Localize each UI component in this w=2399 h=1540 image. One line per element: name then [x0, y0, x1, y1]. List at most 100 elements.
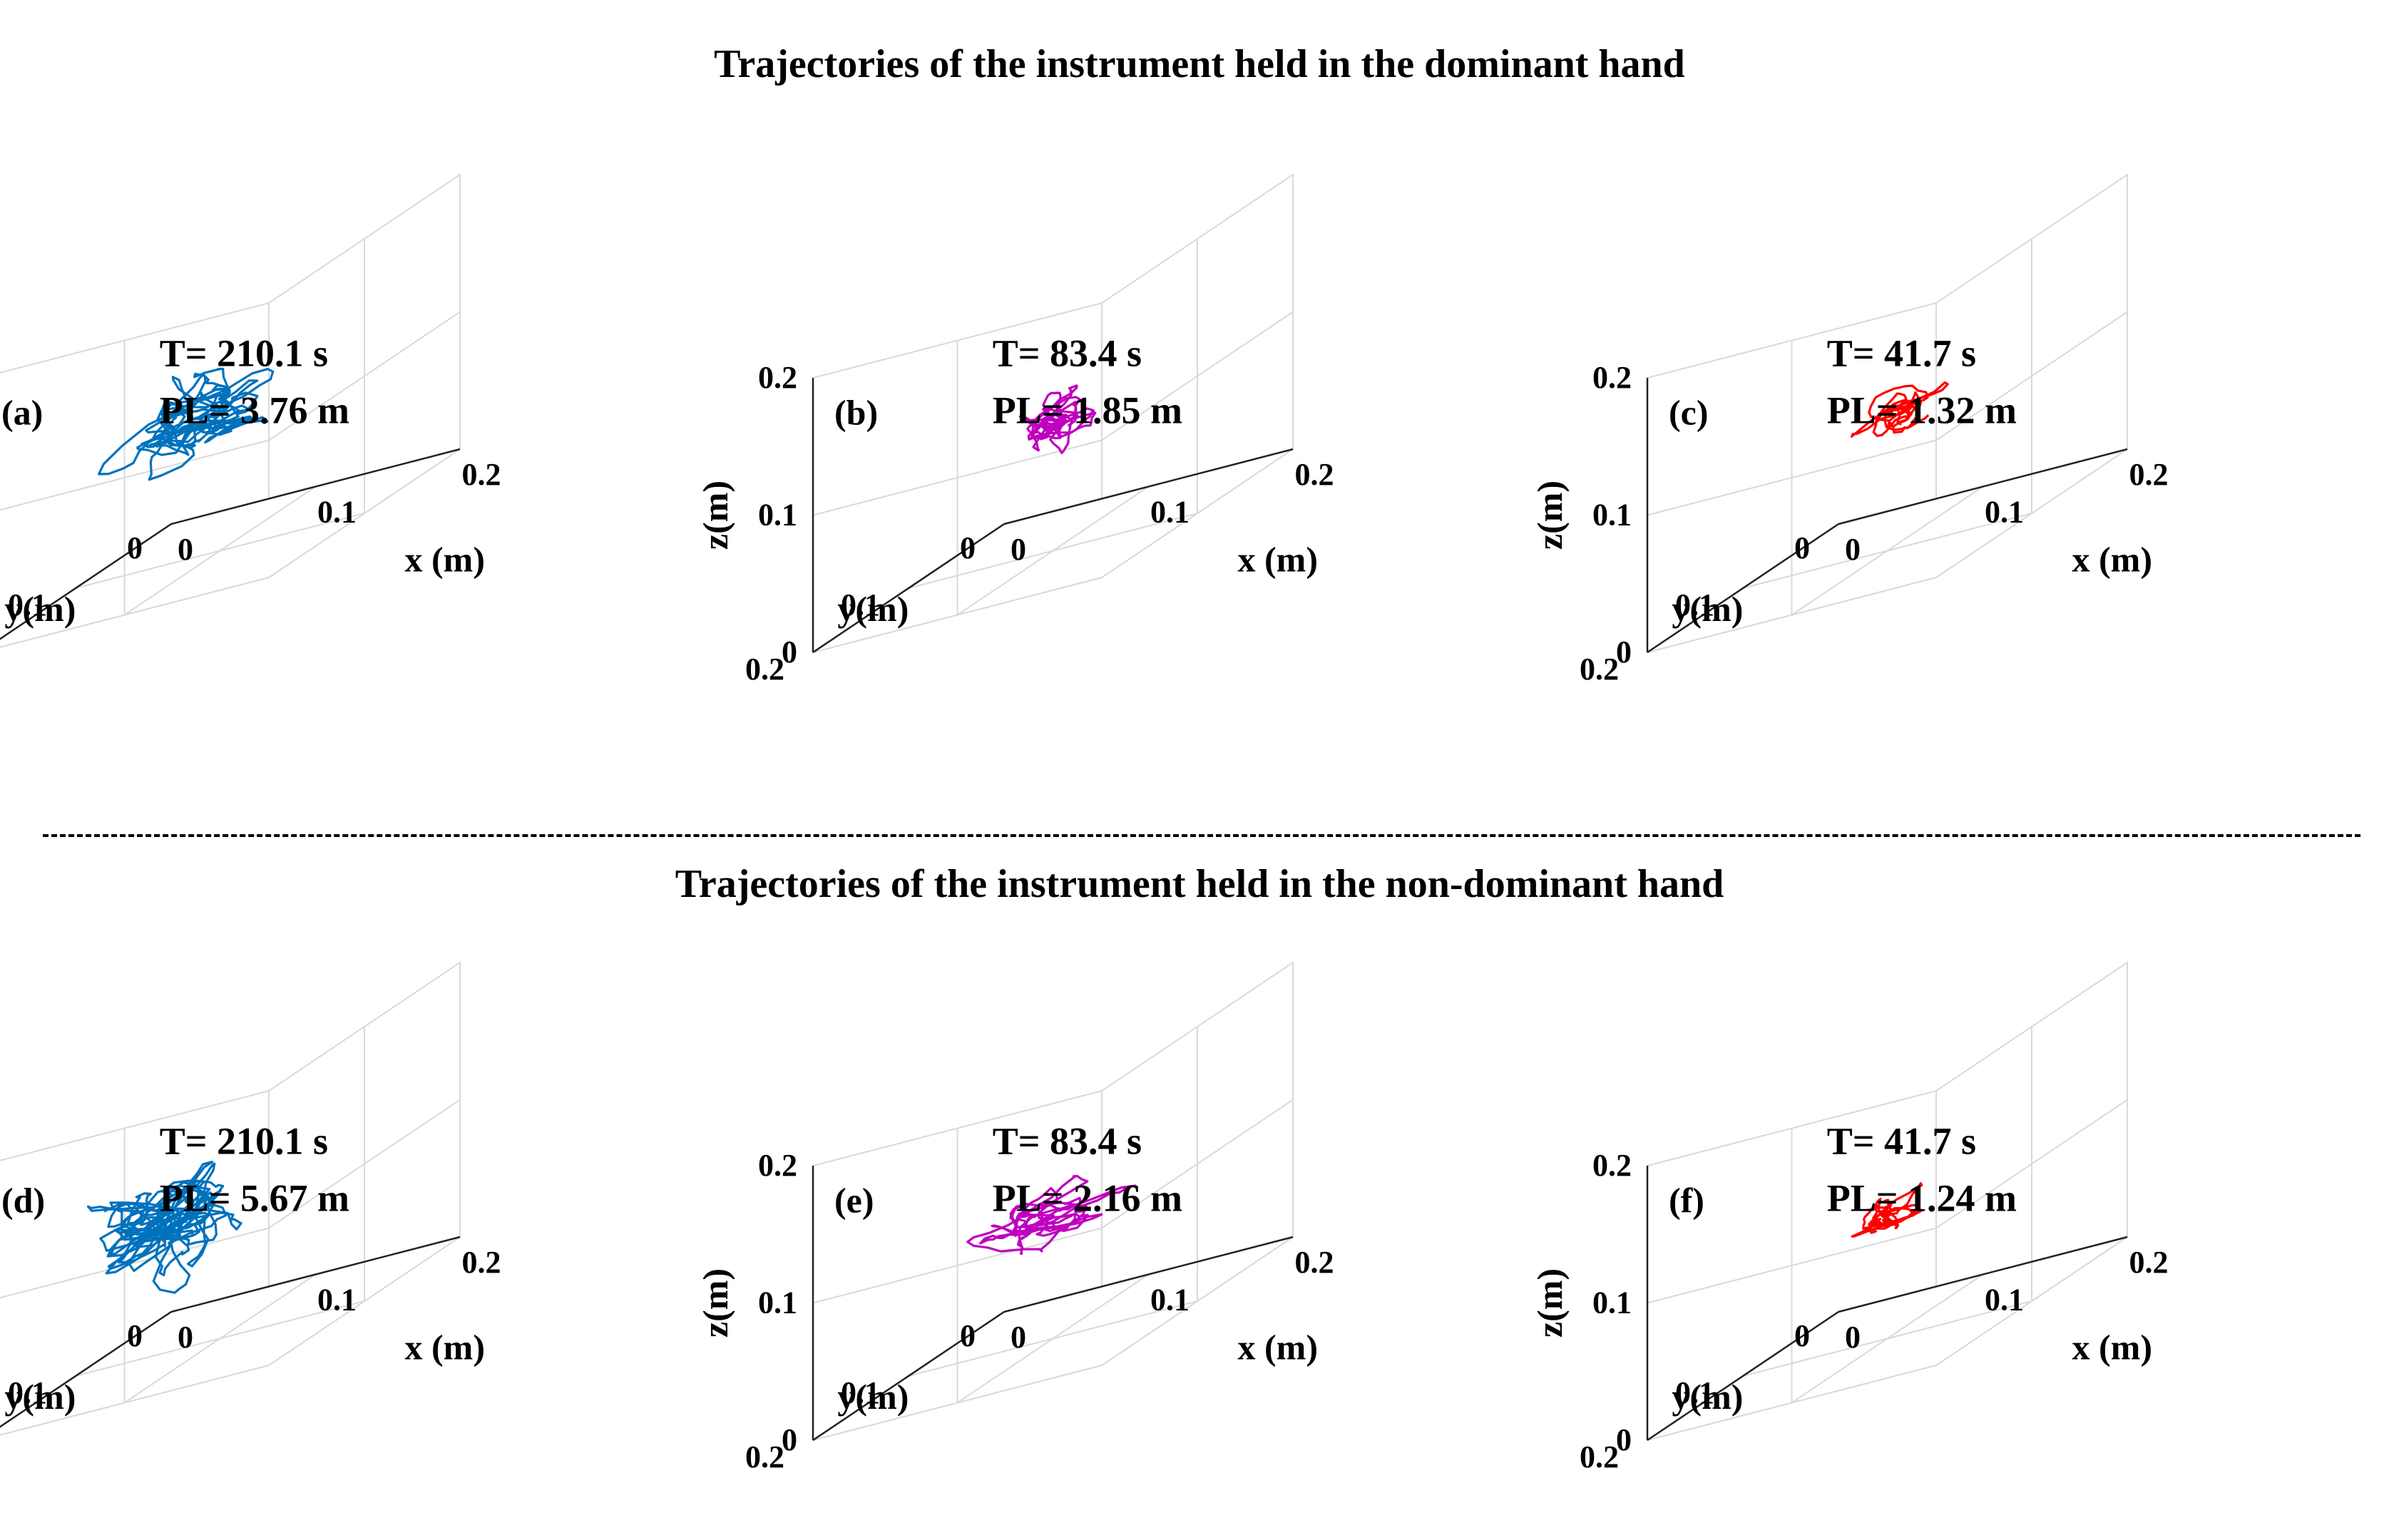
- y-tick-label: 0.1: [841, 1375, 880, 1410]
- trajectory-line: [86, 1161, 242, 1294]
- plot-panel-e: 00.10.200.10.200.10.2x (m)y(m)z(m)(e)T= …: [695, 961, 1334, 1474]
- y-axis-line: [0, 523, 172, 640]
- y-tick-label: 0: [1794, 1318, 1810, 1353]
- x-axis-label: x (m): [405, 539, 485, 579]
- z-tick-label: 0.1: [758, 498, 797, 533]
- annotation-time: T= 41.7 s: [1827, 332, 1976, 374]
- trajectory-line: [98, 367, 275, 481]
- y-axis-label: y(m): [837, 1377, 909, 1417]
- y-tick-label: 0: [127, 530, 143, 565]
- x-axis-line: [170, 1236, 461, 1313]
- section-separator: [43, 834, 2360, 837]
- z-axis-label: z(m): [695, 1268, 735, 1338]
- grid-line: [812, 439, 1103, 516]
- x-tick-label: 0.2: [2129, 457, 2169, 492]
- section-title-dominant: Trajectories of the instrument held in t…: [714, 42, 1685, 86]
- z-axis-label: z(m): [1530, 1268, 1570, 1338]
- x-axis-label: x (m): [2072, 539, 2152, 579]
- grid-line: [1647, 1227, 1937, 1304]
- x-axis-label: x (m): [405, 1327, 485, 1367]
- grid-line: [1101, 1099, 1294, 1229]
- z-tick-label: 0: [782, 635, 797, 669]
- panel-label: (f): [1669, 1180, 1704, 1220]
- z-axis-label: z(m): [1530, 481, 1570, 550]
- y-tick-label: 0.2: [745, 1439, 784, 1474]
- x-tick-label: 0.1: [1150, 1283, 1190, 1318]
- annotation-time: T= 83.4 s: [993, 1119, 1142, 1162]
- x-tick-label: 0.2: [1295, 1245, 1334, 1280]
- z-tick-label: 0.2: [1592, 1148, 1632, 1183]
- y-axis-line: [1647, 1310, 1839, 1442]
- plot-panel-b: 00.10.200.10.200.10.2x (m)y(m)z(m)(b)T= …: [695, 173, 1334, 687]
- x-tick-label: 0.2: [462, 457, 501, 492]
- grid-line: [75, 1300, 365, 1377]
- y-tick-label: 0.1: [8, 587, 47, 622]
- x-axis-line: [170, 448, 461, 525]
- y-tick-label: 0: [960, 1318, 976, 1353]
- panel-label: (d): [1, 1180, 45, 1220]
- x-tick-label: 0: [1011, 532, 1026, 567]
- annotation-path-length: PL= 5.67 m: [160, 1176, 349, 1219]
- plot-panel-f: 00.10.200.10.200.10.2x (m)y(m)z(m)(f)T= …: [1530, 961, 2169, 1474]
- x-axis-line: [1003, 1236, 1294, 1313]
- y-tick-label: 0.2: [1580, 1439, 1619, 1474]
- annotation-path-length: PL= 1.85 m: [993, 389, 1182, 431]
- annotation-path-length: PL= 3.76 m: [160, 389, 349, 431]
- x-tick-label: 0.2: [2129, 1245, 2169, 1280]
- z-tick-label: 0.2: [1592, 360, 1632, 395]
- grid-line: [1742, 1300, 2032, 1377]
- y-tick-label: 0: [1794, 530, 1810, 565]
- z-tick-label: 0.2: [758, 1148, 797, 1183]
- panel-label: (e): [834, 1180, 874, 1220]
- x-axis-line: [1838, 1236, 2128, 1313]
- z-tick-label: 0.1: [1592, 498, 1632, 533]
- y-axis-label: y(m): [837, 589, 909, 629]
- y-tick-label: 0.2: [745, 652, 784, 687]
- panel-label: (b): [834, 392, 878, 432]
- x-tick-label: 0.1: [317, 495, 357, 530]
- grid-line: [0, 439, 270, 511]
- grid-line: [908, 1300, 1198, 1377]
- trajectory-line: [1850, 381, 1949, 438]
- x-tick-label: 0: [1011, 1320, 1026, 1355]
- grid-line: [1742, 513, 2032, 589]
- section-title-non-dominant: Trajectories of the instrument held in t…: [675, 862, 1724, 906]
- x-tick-label: 0: [1845, 1320, 1861, 1355]
- panel-label: (c): [1669, 392, 1709, 432]
- y-tick-label: 0: [127, 1318, 143, 1353]
- x-tick-label: 0: [178, 1320, 193, 1355]
- trajectory-line: [1018, 384, 1097, 454]
- x-tick-label: 0.2: [1295, 457, 1334, 492]
- x-tick-label: 0.1: [1150, 495, 1190, 530]
- x-tick-label: 0: [1845, 532, 1861, 567]
- x-tick-label: 0.2: [462, 1245, 501, 1280]
- grid-line: [908, 513, 1198, 589]
- y-axis-line: [0, 1310, 172, 1428]
- plot-panel-c: 00.10.200.10.200.10.2x (m)y(m)z(m)(c)T= …: [1530, 173, 2169, 687]
- annotation-path-length: PL= 1.24 m: [1827, 1176, 2017, 1219]
- x-tick-label: 0.1: [317, 1283, 357, 1318]
- annotation-path-length: PL= 1.32 m: [1827, 389, 2017, 431]
- annotation-time: T= 41.7 s: [1827, 1119, 1976, 1162]
- y-axis-label: y(m): [1672, 1377, 1743, 1417]
- y-axis-line: [812, 523, 1005, 654]
- grid-line: [1935, 1099, 2128, 1229]
- y-axis-line: [812, 1310, 1005, 1442]
- y-tick-label: 0.1: [8, 1375, 47, 1410]
- grid-line: [1647, 439, 1937, 516]
- annotation-time: T= 210.1 s: [160, 332, 328, 374]
- z-tick-label: 0.2: [758, 360, 797, 395]
- grid-line: [1935, 311, 2128, 441]
- trajectory-line: [1851, 1182, 1923, 1238]
- y-axis-line: [1647, 523, 1839, 654]
- y-axis-label: y(m): [4, 1377, 76, 1417]
- z-tick-label: 0: [782, 1422, 797, 1457]
- y-tick-label: 0.2: [1580, 652, 1619, 687]
- panel-label: (a): [1, 392, 43, 432]
- annotation-path-length: PL= 2.16 m: [993, 1176, 1182, 1219]
- x-tick-label: 0.1: [1985, 495, 2024, 530]
- plot-panel-a: 00.10.200.10.200.10.2x (m)y(m)z(m)(a)T= …: [0, 173, 501, 648]
- grid-line: [268, 1099, 461, 1229]
